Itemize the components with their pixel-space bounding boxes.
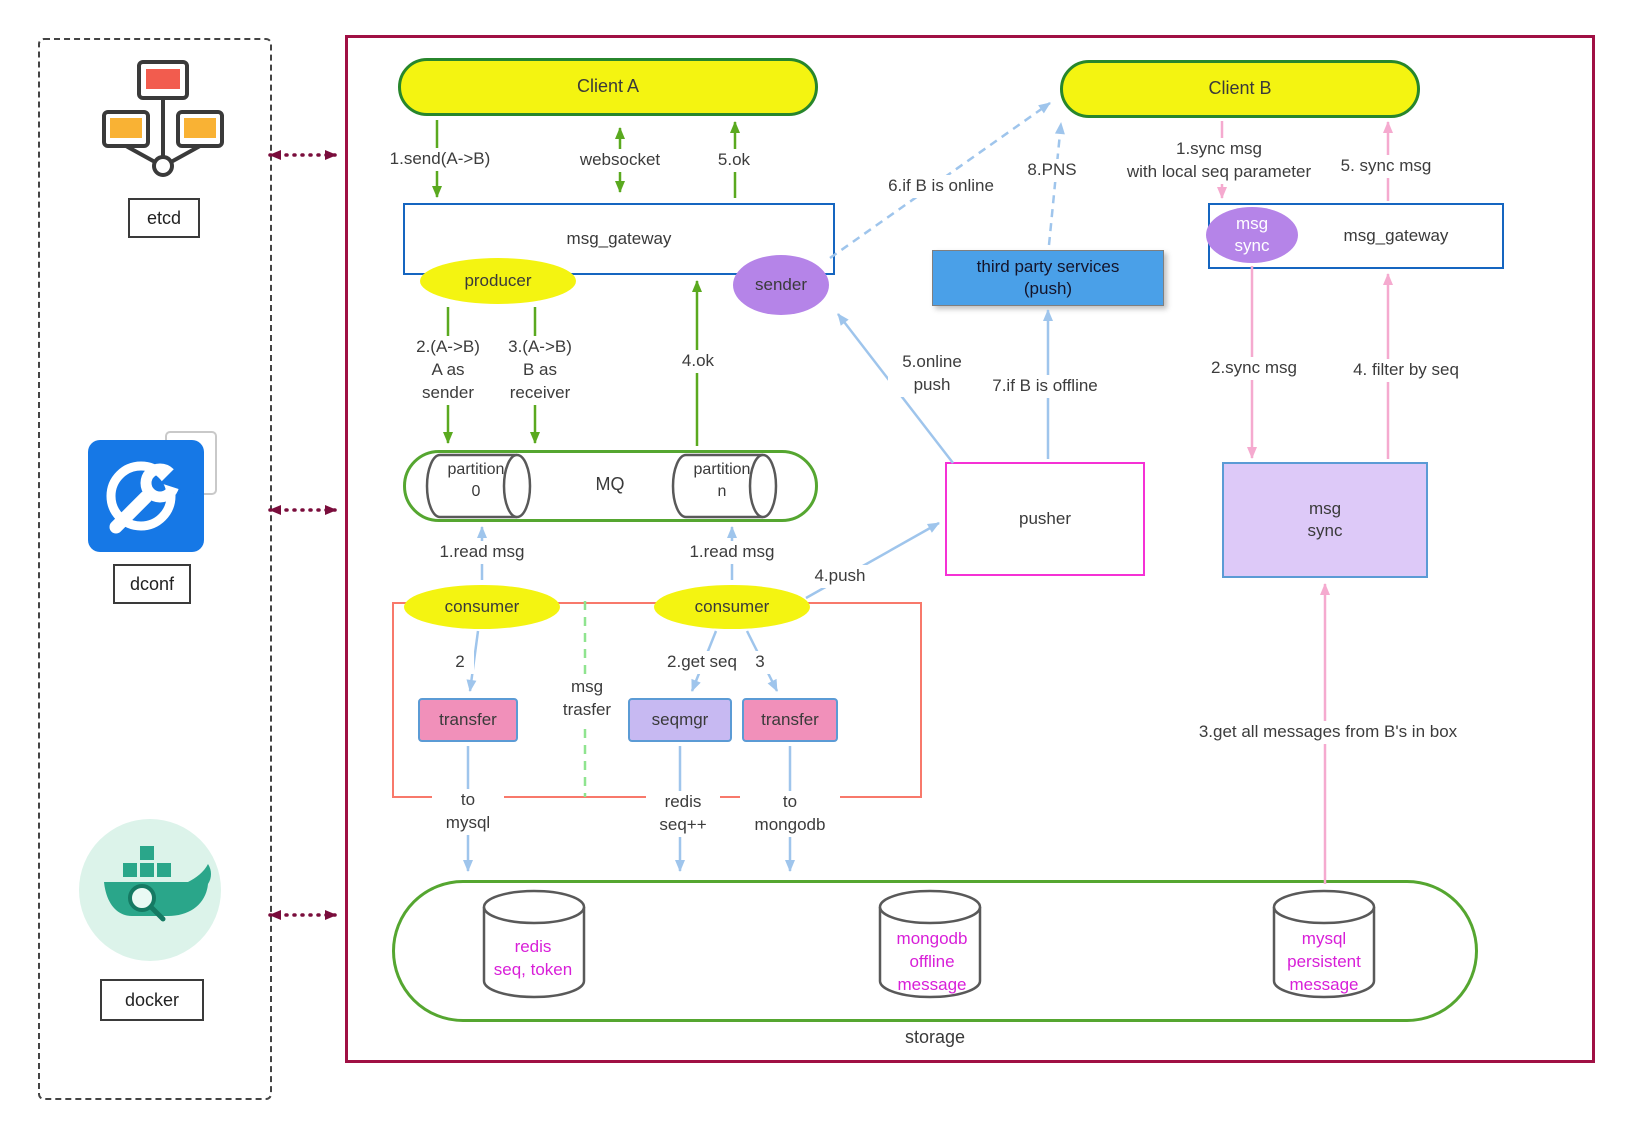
label-msg-trasfer: msg trasfer xyxy=(549,676,625,722)
seqmgr-node: seqmgr xyxy=(628,698,732,742)
wrench-settings-icon xyxy=(88,431,217,552)
label-if-online: 6.if B is online xyxy=(872,175,1010,198)
msg-sync-box-node: msg sync xyxy=(1222,462,1428,578)
docker-label-text: docker xyxy=(124,989,180,1010)
label-send: 1.send(A->B) xyxy=(376,148,504,171)
msg-sync-badge: msg sync xyxy=(1206,207,1298,263)
infrastructure-panel xyxy=(38,38,272,1100)
label-ok4: 4.ok xyxy=(668,350,728,373)
cluster-monitors-icon xyxy=(102,60,224,177)
label-to-mongodb: to mongodb xyxy=(740,791,840,837)
label-sync1: 1.sync msg with local seq parameter xyxy=(1098,138,1340,184)
main-diagram-border xyxy=(345,35,1595,1063)
storage-container xyxy=(392,880,1478,1022)
label-get-all: 3.get all messages from B's in box xyxy=(1167,721,1489,744)
docker-whale-icon xyxy=(79,819,221,961)
partition-n-cylinder xyxy=(671,453,778,519)
etcd-label-text: etcd xyxy=(146,207,182,228)
consumer-1-node: consumer xyxy=(404,585,560,629)
label-read-msg-2: 1.read msg xyxy=(678,541,786,564)
label-b-as-receiver: 3.(A->B) B as receiver xyxy=(490,336,590,405)
partition-n-label: partition n xyxy=(693,461,751,500)
third-party-services-node: third party services (push) xyxy=(932,250,1164,306)
label-read-msg-1: 1.read msg xyxy=(428,541,536,564)
partition-0-label: partition 0 xyxy=(447,461,505,500)
storage-label: storage xyxy=(904,1027,966,1047)
redis-label: redis seq, token xyxy=(493,937,573,979)
mysql-label: mysql persistent message xyxy=(1287,929,1361,994)
pusher-node: pusher xyxy=(945,462,1145,576)
label-step2: 2 xyxy=(446,651,474,674)
label-a-as-sender: 2.(A->B) A as sender xyxy=(400,336,496,405)
redis-cylinder xyxy=(482,889,586,999)
client-a-node: Client A xyxy=(398,58,818,116)
mq-label: MQ xyxy=(595,474,625,494)
mq-container xyxy=(403,450,818,522)
dconf-label-text: dconf xyxy=(129,573,175,594)
label-pns: 8.PNS xyxy=(1020,159,1084,182)
mongodb-cylinder xyxy=(878,889,982,999)
docker-label: docker xyxy=(100,979,204,1021)
etcd-label: etcd xyxy=(128,198,200,238)
label-sync5: 5. sync msg xyxy=(1330,155,1442,178)
label-to-mysql: to mysql xyxy=(432,789,504,835)
label-push4: 4.push xyxy=(806,565,874,588)
transfer-2-node: transfer xyxy=(742,698,838,742)
label-redis-seq: redis seq++ xyxy=(646,791,720,837)
label-filter4: 4. filter by seq xyxy=(1336,359,1476,382)
label-websocket: websocket xyxy=(566,149,674,172)
mongodb-label: mongodb offline message xyxy=(896,929,968,994)
transfer-1-node: transfer xyxy=(418,698,518,742)
producer-node: producer xyxy=(420,258,576,304)
dconf-label: dconf xyxy=(113,564,191,604)
label-get-seq: 2.get seq xyxy=(660,651,744,674)
label-sync2: 2.sync msg xyxy=(1198,357,1310,380)
sender-node: sender xyxy=(733,255,829,315)
client-b-node: Client B xyxy=(1060,60,1420,118)
partition-0-cylinder xyxy=(425,453,532,519)
label-step3: 3 xyxy=(748,651,772,674)
consumer-2-node: consumer xyxy=(654,585,810,629)
label-ok5: 5.ok xyxy=(702,149,766,172)
mysql-cylinder xyxy=(1272,889,1376,999)
label-if-offline: 7.if B is offline xyxy=(976,375,1114,398)
label-online-push: 5.online push xyxy=(888,351,976,397)
